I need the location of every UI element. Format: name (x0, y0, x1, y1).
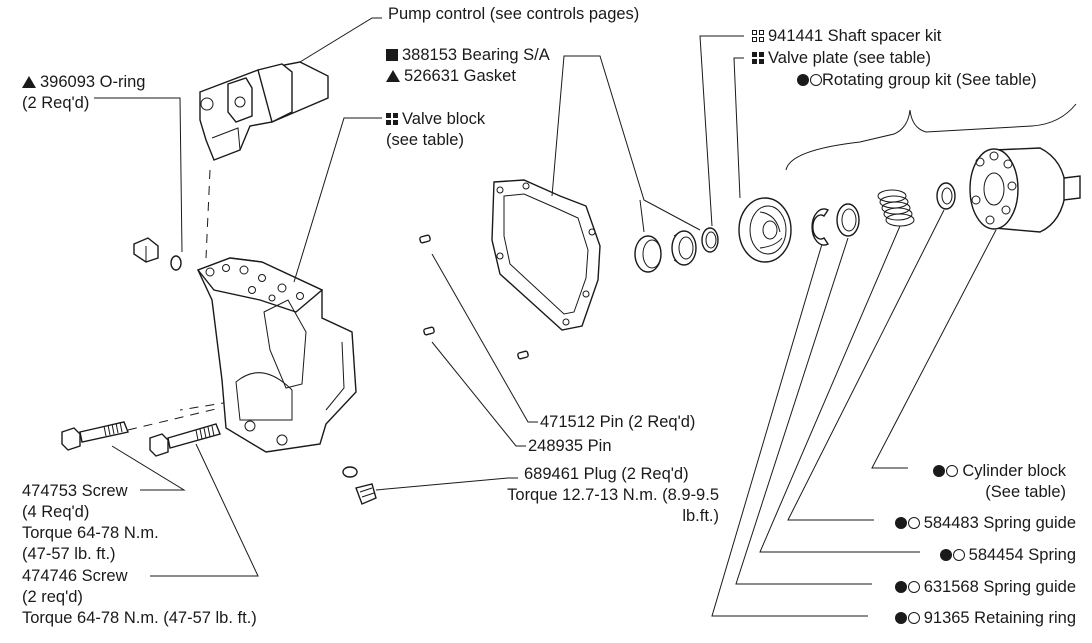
open-circle-icon (952, 549, 965, 561)
valve-plate-part (738, 197, 792, 263)
open-circle-icon (907, 612, 920, 624)
pump-control-label: Pump control (see controls pages) (388, 5, 640, 23)
gasket-part (491, 179, 601, 331)
cylinder-block-label: Cylinder block (See table) (880, 461, 1066, 503)
bearing-part (634, 230, 697, 273)
spring-584454-label: 584454 Spring (880, 545, 1076, 566)
filled-circle-icon (894, 581, 907, 593)
rotating-group-label: Rotating group kit (See table) (797, 70, 1037, 91)
oring-label: 396093 O-ring (2 Req'd) (22, 73, 146, 112)
filled-circle-icon (894, 517, 907, 529)
plug-part (355, 483, 377, 505)
screw-474746-label: 474746 Screw (2 req'd) Torque 64-78 N.m.… (22, 567, 257, 627)
open-circle-icon (907, 581, 920, 593)
pump-control-part (199, 17, 382, 161)
filled-circle-icon (939, 549, 952, 561)
open-circle-icon (946, 465, 959, 477)
screw-474746-part (149, 423, 221, 457)
retaining-ring-label: 91365 Retaining ring (830, 608, 1076, 629)
four-square-icon (386, 113, 398, 125)
filled-circle-icon (894, 612, 907, 624)
valve-plate-label: Valve plate (see table) (752, 48, 931, 69)
pin-471512-label: 471512 Pin (2 Req'd) (540, 413, 696, 431)
valve-block-label: Valve block (see table) (386, 110, 486, 149)
filled-circle-icon (797, 74, 809, 86)
screw-474753-label: 474753 Screw (4 Req'd) Torque 64-78 N.m.… (22, 482, 159, 563)
spring-guide-631568-label: 631568 Spring guide (840, 577, 1076, 598)
bearing-gasket-label: 388153 Bearing S/A 526631 Gasket (386, 45, 550, 87)
filled-triangle-icon (386, 70, 400, 82)
open-circle-icon (907, 517, 920, 529)
cylinder-block-part (969, 147, 1081, 233)
screw-474753-part (61, 421, 129, 451)
open-four-square-icon (752, 30, 764, 42)
shaft-spacer-label: 941441 Shaft spacer kit (752, 26, 941, 47)
spring-part (877, 189, 915, 227)
plug-label: 689461 Plug (2 Req'd) Torque 12.7-13 N.m… (507, 465, 719, 525)
valve-block-part (196, 117, 382, 453)
spring-guide-584483-label: 584483 Spring guide (840, 513, 1076, 534)
pins-part (419, 234, 529, 360)
filled-square-icon (386, 49, 398, 61)
pin-248935-label: 248935 Pin (528, 437, 612, 455)
filled-circle-icon (933, 465, 946, 477)
filled-triangle-icon (22, 76, 36, 88)
open-circle-icon (810, 74, 822, 86)
fitting-part (133, 237, 159, 263)
four-square-icon (752, 52, 764, 64)
